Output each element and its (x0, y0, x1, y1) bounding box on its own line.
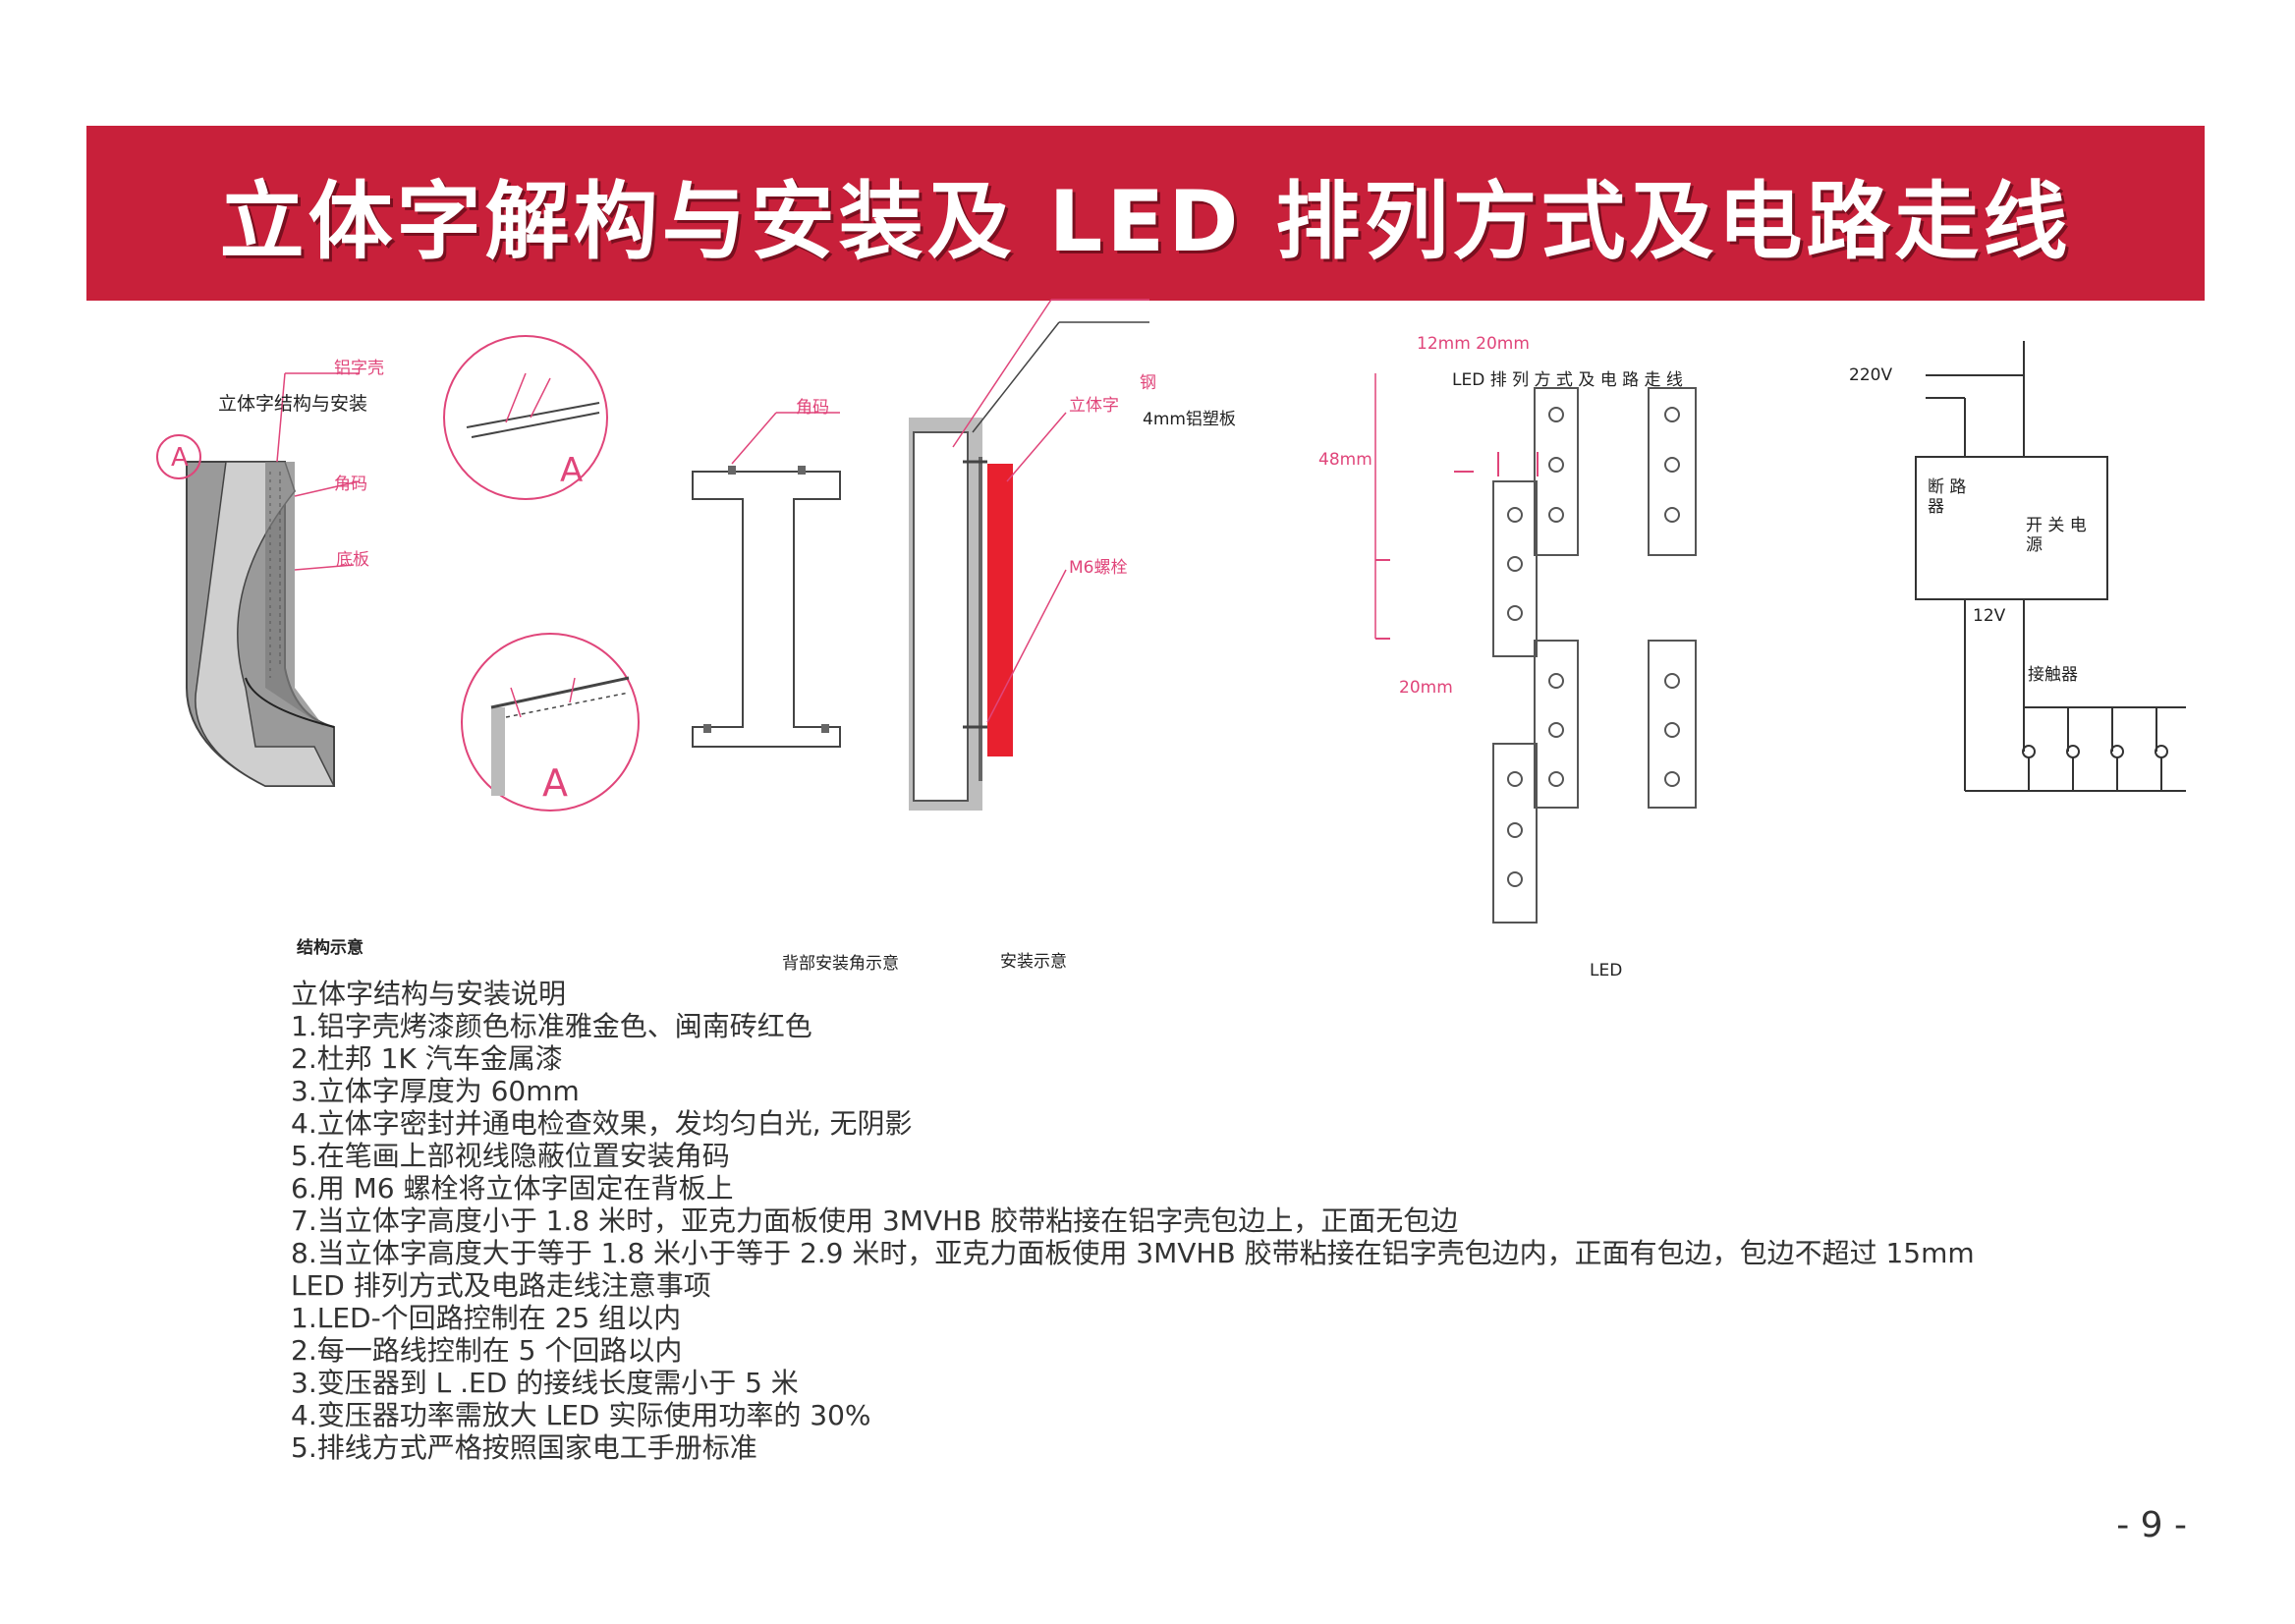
notes-heading-structure: 立体字结构与安装说明 (291, 978, 567, 1010)
note-item: 4.变压器功率需放大 LED 实际使用功率的 30% (291, 1399, 871, 1431)
led-heading: LED 排 列 方 式 及 电 路 走 线 (1452, 370, 1683, 390)
note-item: 3.立体字厚度为 60mm (291, 1075, 580, 1107)
note-item: 2.杜邦 1K 汽车金属漆 (291, 1042, 563, 1075)
svg-text:A: A (171, 443, 189, 473)
structure-heading: 立体字结构与安装 (218, 393, 368, 415)
install-label-letter: 立体字 (1069, 396, 1119, 416)
circuit-220v: 220V (1849, 365, 1893, 385)
label-backplate: 底板 (336, 550, 369, 570)
led-caption: LED (1590, 961, 1623, 980)
title-banner: 立体字解构与安装及 LED 排列方式及电路走线 (86, 126, 2205, 301)
note-item: 7.当立体字高度小于 1.8 米时，亚克力面板使用 3MVHB 胶带粘接在铝字壳… (291, 1204, 1459, 1237)
install-label-panel: 4mm铝塑板 (1143, 410, 1236, 429)
svg-text:A: A (542, 761, 568, 805)
circuit-12v: 12V (1973, 606, 2006, 626)
install-caption: 安装示意 (1000, 952, 1067, 972)
back-mount-label-corner-code: 角码 (796, 398, 829, 418)
detail-circle-bottom: A (461, 633, 640, 812)
led-dim-20: 20mm (1399, 678, 1453, 698)
structure-caption: 结构示意 (297, 938, 364, 958)
circuit-power-supply: 开 关 电 源 (2026, 516, 2087, 555)
install-drawing (909, 299, 1149, 811)
led-arrangement-drawing (1374, 373, 1697, 924)
led-dim-48: 48mm (1318, 450, 1372, 470)
install-label-bolt: M6螺栓 (1069, 558, 1128, 578)
detail-circle-top: A (443, 335, 608, 500)
label-aluminum-shell: 铝字壳 (334, 359, 384, 378)
circuit-drawing (1915, 341, 2186, 792)
circuit-contactor: 接触器 (2028, 665, 2078, 685)
i-shape-drawing (692, 412, 841, 748)
notes-heading-led: LED 排列方式及电路走线注意事项 (291, 1269, 711, 1302)
notes: 立体字结构与安装说明 1.铝字壳烤漆颜色标准雅金色、闽南砖红色 2.杜邦 1K … (291, 978, 1975, 1464)
note-item: 6.用 M6 螺栓将立体字固定在背板上 (291, 1172, 734, 1204)
note-item: 1.LED-个回路控制在 25 组以内 (291, 1302, 682, 1334)
led-dim-top: 12mm 20mm (1417, 334, 1530, 354)
back-mount-caption: 背部安装角示意 (782, 954, 899, 974)
note-item: 1.铝字壳烤漆颜色标准雅金色、闽南砖红色 (291, 1010, 812, 1042)
note-item: 8.当立体字高度大于等于 1.8 米小于等于 2.9 米时，亚克力面板使用 3M… (291, 1237, 1975, 1269)
note-item: 3.变压器到 L .ED 的接线长度需小于 5 米 (291, 1367, 799, 1399)
note-item: 2.每一路线控制在 5 个回路以内 (291, 1334, 683, 1367)
svg-text:A: A (560, 451, 583, 490)
page-number: - 9 - (2116, 1505, 2187, 1545)
circuit-breaker: 断 路 器 (1928, 477, 1967, 517)
note-item: 5.排线方式严格按照国家电工手册标准 (291, 1431, 757, 1464)
note-item: 5.在笔画上部视线隐蔽位置安装角码 (291, 1140, 730, 1172)
page-title: 立体字解构与安装及 LED 排列方式及电路走线 (219, 172, 2072, 271)
label-corner-code: 角码 (334, 475, 367, 494)
note-item: 4.立体字密封并通电检查效果，发均匀白光, 无阴影 (291, 1107, 913, 1140)
letter-structure-drawing: A (156, 372, 360, 787)
install-label-steel: 钢 (1140, 373, 1156, 393)
